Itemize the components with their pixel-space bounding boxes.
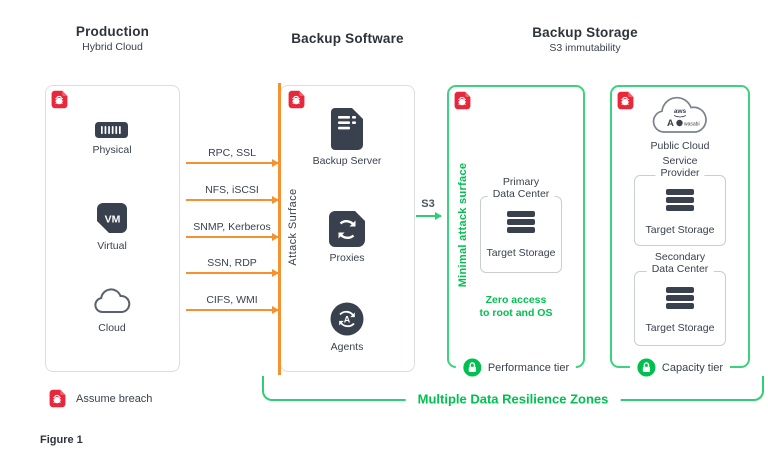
resilience-zones-label: Multiple Data Resilience Zones bbox=[405, 391, 621, 407]
breach-badge-icon bbox=[454, 91, 471, 110]
physical-server-icon bbox=[95, 122, 128, 138]
target-storage-label: Target Storage bbox=[486, 247, 556, 259]
disk-stack-icon bbox=[507, 211, 535, 233]
disk-stack-icon bbox=[666, 189, 694, 211]
item-label-cloud: Cloud bbox=[98, 322, 126, 334]
arrow-line bbox=[186, 232, 279, 241]
protocol-arrow: CIFS, WMI bbox=[186, 294, 279, 314]
aws-logo-text: aws bbox=[674, 108, 687, 115]
backup-storage-header: Backup Storage S3 immutability bbox=[430, 25, 740, 54]
protocol-arrow: SNMP, Kerberos bbox=[186, 221, 279, 241]
breach-badge-icon bbox=[617, 91, 634, 110]
lock-icon bbox=[637, 358, 656, 377]
backup-storage-subtitle: S3 immutability bbox=[549, 42, 621, 54]
breach-badge-icon bbox=[51, 90, 68, 109]
protocol-label: CIFS, WMI bbox=[206, 294, 258, 306]
wasabi-logo-text: wasabi bbox=[684, 122, 700, 128]
protocol-arrow: RPC, SSL bbox=[186, 147, 279, 167]
arrow-line bbox=[186, 158, 279, 167]
protocol-arrow: NFS, iSCSI bbox=[186, 184, 279, 204]
production-subtitle: Hybrid Cloud bbox=[82, 41, 143, 53]
backup-software-header: Backup Software bbox=[265, 31, 430, 46]
agents-icon: A bbox=[330, 302, 364, 336]
backup-server-icon bbox=[331, 108, 363, 150]
public-cloud-icon: aws A wasabi bbox=[652, 96, 707, 133]
zero-access-note: Zero access to root and OS bbox=[479, 294, 553, 319]
performance-zone: Performance tier bbox=[447, 85, 585, 377]
production-title: Production bbox=[75, 24, 150, 39]
attack-surface-line bbox=[278, 83, 281, 375]
item-label-backup-server: Backup Server bbox=[312, 155, 382, 167]
arrow-line bbox=[186, 195, 279, 204]
tier-label: Performance tier bbox=[487, 361, 570, 374]
item-label-physical: Physical bbox=[92, 144, 132, 156]
protocol-label: RPC, SSL bbox=[208, 147, 256, 159]
vm-icon: VM bbox=[97, 203, 127, 233]
production-header: Production Hybrid Cloud bbox=[45, 24, 180, 53]
assume-breach-legend: Assume breach bbox=[48, 389, 152, 408]
protocol-label: NFS, iSCSI bbox=[205, 184, 259, 196]
protocol-label: SSN, RDP bbox=[207, 257, 257, 269]
performance-tier-badge: Performance tier bbox=[455, 358, 577, 377]
item-label-agents: Agents bbox=[330, 341, 364, 353]
resilience-bracket: Multiple Data Resilience Zones bbox=[262, 376, 764, 407]
item-label-proxies: Proxies bbox=[329, 252, 365, 264]
target-storage-label: Target Storage bbox=[645, 322, 715, 334]
capacity-tier-badge: Capacity tier bbox=[629, 358, 731, 377]
azure-logo-text: A bbox=[667, 118, 674, 129]
protocol-label: SNMP, Kerberos bbox=[193, 221, 271, 233]
item-label-virtual: Virtual bbox=[97, 240, 127, 252]
primary-dc-title: Primary Data Center bbox=[487, 176, 555, 200]
cloud-icon bbox=[94, 288, 131, 314]
protocol-arrow: SSN, RDP bbox=[186, 257, 279, 277]
arrow-line bbox=[186, 305, 279, 314]
figure-caption: Figure 1 bbox=[40, 434, 83, 446]
tier-label: Capacity tier bbox=[661, 361, 724, 374]
primary-dc-box bbox=[480, 196, 562, 273]
breach-badge-icon bbox=[288, 90, 305, 109]
public-cloud-label: Public Cloud bbox=[650, 140, 710, 152]
attack-surface-label: Attack Surface bbox=[287, 188, 299, 266]
legend-label: Assume breach bbox=[76, 392, 153, 405]
breach-badge-icon bbox=[49, 389, 66, 408]
svg-text:A: A bbox=[344, 315, 351, 325]
service-provider-box bbox=[634, 175, 726, 246]
disk-stack-icon bbox=[666, 287, 694, 309]
service-provider-title: Service Provider bbox=[655, 155, 705, 179]
lock-icon bbox=[463, 358, 482, 377]
secondary-dc-title: Secondary Data Center bbox=[646, 251, 714, 275]
backup-software-title: Backup Software bbox=[291, 31, 404, 46]
svg-text:VM: VM bbox=[105, 214, 121, 226]
target-storage-label: Target Storage bbox=[645, 224, 715, 236]
s3-label: S3 bbox=[421, 198, 435, 210]
minimal-attack-surface-label: Minimal attack surface bbox=[457, 162, 469, 288]
arrow-line bbox=[186, 268, 279, 277]
s3-arrow bbox=[416, 211, 442, 220]
backup-storage-title: Backup Storage bbox=[532, 25, 638, 40]
proxies-icon bbox=[329, 211, 365, 247]
